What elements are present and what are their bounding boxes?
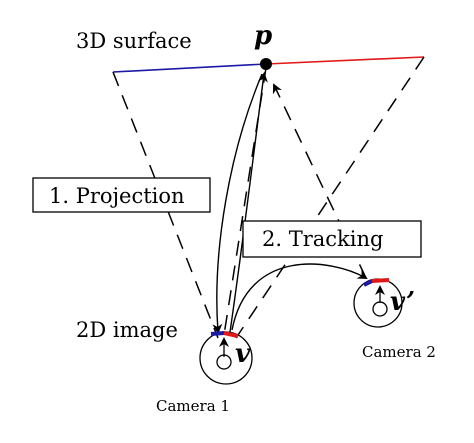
arrow-v-to-p [229, 72, 268, 333]
image-label: 2D image [76, 318, 178, 342]
tracking-label: 2. Tracking [262, 227, 383, 251]
point-p-dot [260, 58, 272, 70]
camera1-ray-center [223, 67, 267, 336]
surface-line-blue [112, 63, 267, 73]
arrow-p-to-v [212, 73, 263, 334]
camera1-label: Camera 1 [156, 397, 230, 415]
camera2-inner-circle [372, 301, 388, 317]
projection-box [32, 177, 211, 213]
camera1-inner-circle [216, 354, 232, 370]
point-p-label: p [254, 21, 272, 51]
camera1-ray-left [112, 71, 219, 339]
surface-line-red [265, 56, 425, 65]
camera1-image-blue [210, 331, 225, 336]
point-v-label: v [235, 339, 251, 369]
point-v-prime-label: v’ [390, 287, 415, 317]
camera2-image-red [371, 278, 390, 283]
surface-label: 3D surface [76, 29, 192, 53]
arrow-tracking [231, 263, 368, 331]
camera2-label: Camera 2 [362, 343, 436, 361]
camera2-image-blue [363, 279, 373, 287]
projection-label: 1. Projection [49, 184, 185, 208]
tracking-box [242, 220, 422, 258]
camera1-ray-right [235, 56, 425, 339]
camera1-image-red [223, 331, 239, 338]
